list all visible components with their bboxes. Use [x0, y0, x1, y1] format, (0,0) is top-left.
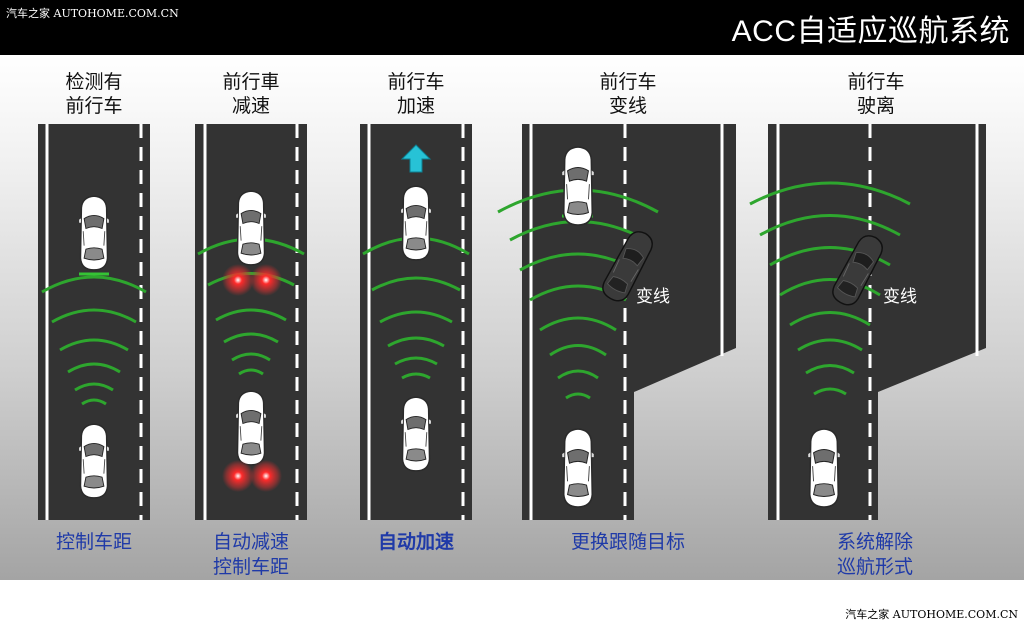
- lane-5-bottom-label: 系统解除 巡航形式: [836, 531, 913, 578]
- lane-change: 变线: [497, 124, 736, 520]
- lane-3-bottom-label: 自动加速: [377, 531, 454, 553]
- lane-2-bottom-label: 自动减速 控制车距: [212, 531, 289, 578]
- car-icon: [77, 195, 111, 271]
- brake-light-icon: [222, 264, 254, 296]
- lane-4-top-label: 前行车 变线: [599, 71, 657, 117]
- page-title: ACC自适应巡航系统: [731, 15, 1010, 48]
- lane-detect: [38, 124, 150, 520]
- lane-5-top-label: 前行车 驶离: [847, 71, 905, 117]
- title-bar: 汽车之家 AUTOHOME.COM.CN ACC自适应巡航系统: [0, 0, 1024, 55]
- lane-decelerate: [195, 124, 307, 520]
- lane-depart: 变线: [749, 124, 986, 520]
- car-icon: [234, 190, 268, 266]
- car-icon: [234, 390, 268, 466]
- lane-2-top-label: 前行車 减速: [222, 71, 280, 117]
- accelerate-arrow-icon: [400, 144, 432, 173]
- car-icon: [560, 428, 596, 508]
- car-icon: [399, 185, 433, 261]
- car-icon: [77, 423, 111, 499]
- watermark-top: 汽车之家 AUTOHOME.COM.CN: [6, 7, 179, 20]
- lane-change-note: 变线: [636, 287, 670, 307]
- lane-1-top-label: 检测有 前行车: [65, 71, 123, 117]
- car-icon: [399, 396, 433, 472]
- watermark-bottom: 汽车之家 AUTOHOME.COM.CN: [845, 608, 1018, 621]
- car-icon: [806, 428, 842, 508]
- radar-wave-icon: [749, 181, 911, 396]
- lane-accelerate: [360, 124, 472, 520]
- brake-light-icon: [250, 264, 282, 296]
- radar-wave-icon: [41, 275, 147, 406]
- lane-1-bottom-label: 控制车距: [55, 531, 132, 553]
- lane-3-top-label: 前行车 加速: [387, 71, 445, 117]
- brake-light-icon: [250, 460, 282, 492]
- lane-4-bottom-label: 更换跟随目标: [570, 531, 685, 553]
- lane-depart-note: 变线: [883, 287, 917, 307]
- car-icon: [560, 146, 596, 226]
- brake-light-icon: [222, 460, 254, 492]
